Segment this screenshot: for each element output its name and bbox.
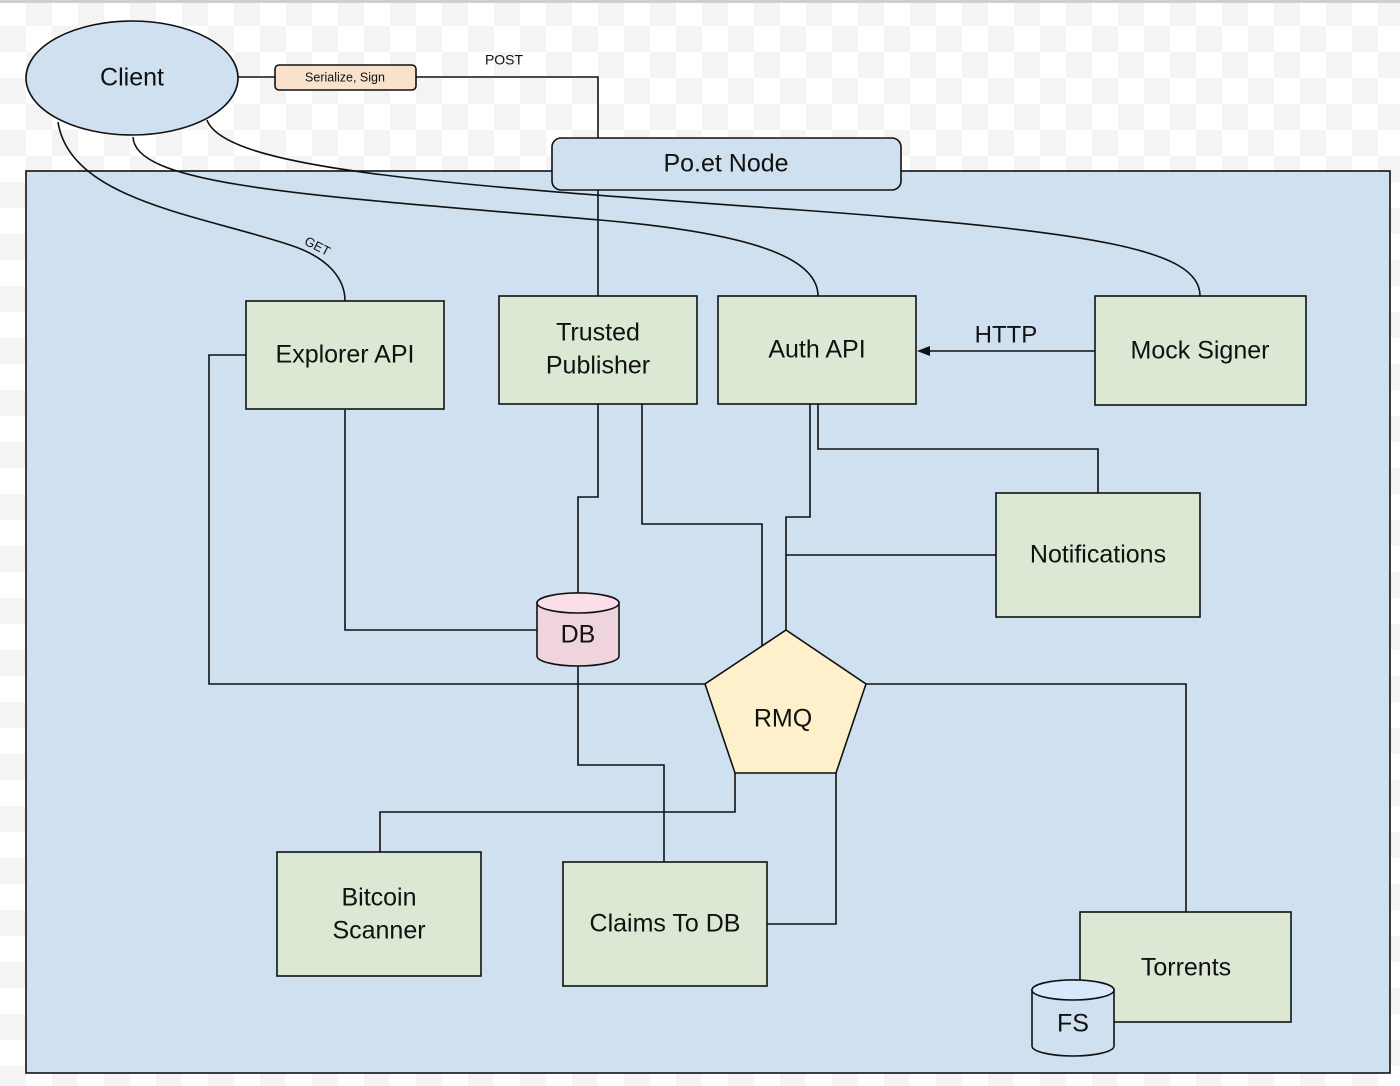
mock-signer-label: Mock Signer <box>1131 337 1270 365</box>
torrents-label: Torrents <box>1141 954 1231 982</box>
poet-node-header[interactable]: Po.et Node <box>551 137 902 191</box>
claims-to-db-label: Claims To DB <box>590 910 741 938</box>
rmq-node[interactable]: RMQ <box>704 629 867 774</box>
fs-label: FS <box>1057 1010 1089 1038</box>
auth-api-label: Auth API <box>768 336 865 364</box>
db-cylinder-top <box>536 592 620 614</box>
explorer-api-node[interactable]: Explorer API <box>245 300 445 410</box>
claims-to-db-box[interactable] <box>562 861 768 987</box>
poet-node-header-box[interactable] <box>551 137 902 191</box>
edge-explorer-rmq[interactable] <box>208 354 705 685</box>
torrents-box[interactable] <box>1079 911 1292 1023</box>
edge-auth-rmq[interactable] <box>785 404 811 630</box>
torrents-node[interactable]: Torrents <box>1079 911 1292 1023</box>
rmq-pentagon[interactable] <box>704 629 867 774</box>
notifications-node[interactable]: Notifications <box>995 492 1201 618</box>
client-node[interactable]: Client <box>25 20 239 136</box>
bitcoin-scanner-node[interactable]: Bitcoin Scanner <box>276 851 482 977</box>
edge-publisher-rmq[interactable] <box>641 404 763 647</box>
post-label: POST <box>485 52 524 68</box>
edge-rmq-torrents[interactable] <box>866 683 1187 912</box>
edge-rmq-claims[interactable] <box>767 773 837 925</box>
bitcoin-scanner-label-line1: Bitcoin <box>341 884 416 912</box>
notifications-label: Notifications <box>1030 541 1166 569</box>
claims-to-db-node[interactable]: Claims To DB <box>562 861 768 987</box>
serialize-sign-node[interactable]: Serialize, Sign <box>274 64 417 91</box>
edge-explorer-db[interactable] <box>344 410 537 631</box>
explorer-api-box[interactable] <box>245 300 445 410</box>
mock-signer-box[interactable] <box>1094 295 1307 406</box>
client-ellipse[interactable] <box>25 20 239 136</box>
fs-node[interactable]: FS <box>1031 979 1115 1057</box>
edge-post-trusted-publisher[interactable] <box>416 76 599 296</box>
notifications-box[interactable] <box>995 492 1201 618</box>
edge-auth-notifications[interactable] <box>817 404 1099 493</box>
edge-rmq-bitcoin-scanner[interactable] <box>379 773 736 852</box>
auth-api-node[interactable]: Auth API <box>717 295 917 405</box>
rmq-label: RMQ <box>754 705 812 733</box>
edge-client-auth-api[interactable] <box>132 136 819 297</box>
arrowhead-icon <box>917 346 930 356</box>
serialize-sign-label: Serialize, Sign <box>305 70 385 84</box>
mock-signer-node[interactable]: Mock Signer <box>1094 295 1307 406</box>
client-label: Client <box>100 64 164 92</box>
serialize-sign-box[interactable] <box>274 64 417 91</box>
trusted-publisher-label-line1: Trusted <box>556 319 640 347</box>
poet-node-label: Po.et Node <box>663 150 788 178</box>
auth-api-box[interactable] <box>717 295 917 405</box>
trusted-publisher-node[interactable]: Trusted Publisher <box>498 295 698 405</box>
edge-db-claims[interactable] <box>577 666 665 862</box>
edge-client-explorer-get[interactable] <box>57 121 346 302</box>
explorer-api-label: Explorer API <box>276 341 415 369</box>
http-label: HTTP <box>975 321 1038 348</box>
trusted-publisher-label-line2: Publisher <box>546 352 650 380</box>
window-top-border <box>0 0 1400 3</box>
edge-client-mock-signer[interactable] <box>206 119 1201 297</box>
edge-publisher-db[interactable] <box>577 404 599 593</box>
trusted-publisher-box[interactable] <box>498 295 698 405</box>
bitcoin-scanner-box[interactable] <box>276 851 482 977</box>
db-label: DB <box>561 621 596 649</box>
db-node[interactable]: DB <box>536 592 620 667</box>
fs-cylinder-top <box>1031 979 1115 1001</box>
bitcoin-scanner-label-line2: Scanner <box>332 917 425 945</box>
edges <box>57 76 1201 925</box>
